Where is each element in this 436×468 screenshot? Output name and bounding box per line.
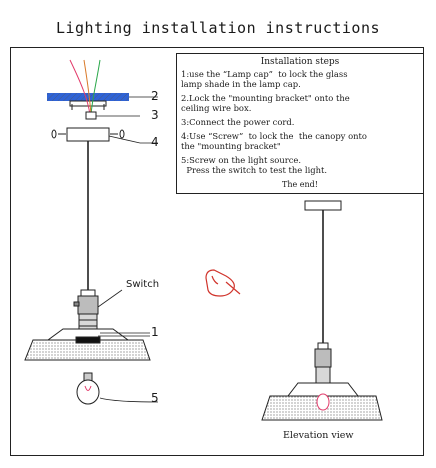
callout-4: 4: [151, 135, 159, 149]
lamp-shade: [24, 328, 151, 361]
switch-label: Switch: [126, 279, 160, 290]
light-bulb: [76, 372, 100, 405]
step-5: 5:Screw on the light source. Press the s…: [181, 155, 328, 175]
step-2: 2.Lock the "mounting bracket" onto the c…: [181, 93, 350, 113]
callout-leaders: [96, 96, 159, 403]
power-wires: [69, 59, 101, 116]
steps-heading: Installation steps: [260, 57, 340, 67]
end-note: The end!: [282, 180, 318, 189]
diagram-frame: [10, 47, 424, 456]
callout-3: 3: [151, 108, 159, 122]
wire-connector: [85, 111, 97, 120]
pointing-hand-icon: [205, 269, 241, 297]
step-4: 4:Use “Screw” to lock the the canopy ont…: [181, 131, 367, 151]
diagram-title: Lighting installation instructions: [55, 19, 381, 37]
canopy: [51, 127, 125, 142]
installation-steps-box: Installation steps 1:use the “Lamp cap” …: [176, 53, 424, 194]
step-1: 1:use the “Lamp cap” to lock the glass l…: [181, 69, 348, 89]
elevation-view-label: Elevation view: [283, 430, 354, 441]
step-3: 3:Connect the power cord.: [181, 117, 295, 127]
callout-1: 1: [151, 325, 159, 339]
lamp-holder: [73, 289, 99, 333]
callout-2: 2: [151, 89, 159, 103]
ceiling-plate: [47, 93, 129, 101]
callout-5: 5: [151, 391, 159, 405]
elevation-view: [261, 200, 383, 421]
